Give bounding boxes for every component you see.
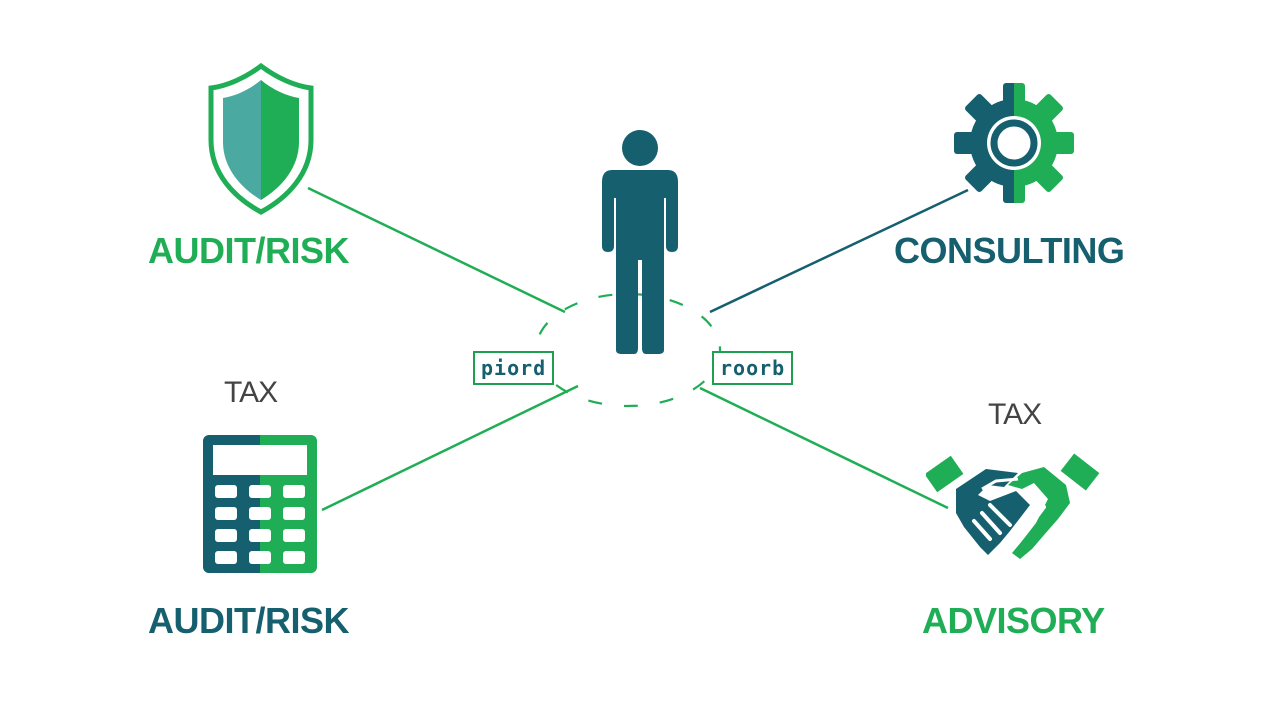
line-bottom-right [699, 386, 949, 510]
tax-left-label: TAX [224, 376, 278, 409]
gear-icon [954, 83, 1074, 203]
right-badge: roorb [712, 351, 794, 385]
shield-icon [208, 62, 314, 215]
line-top-right [709, 188, 969, 314]
person-icon [602, 130, 678, 354]
advisory-label: ADVISORY [922, 600, 1105, 641]
audit-risk-bottom-label: AUDIT/RISK [148, 600, 350, 641]
line-top-left [307, 186, 566, 314]
calculator-icon [203, 435, 317, 573]
audit-risk-top-label: AUDIT/RISK [148, 230, 350, 271]
handshake-icon [926, 453, 1100, 559]
left-badge: piord [473, 351, 555, 385]
line-bottom-left [321, 384, 579, 512]
center-ring [534, 292, 722, 408]
consulting-label: CONSULTING [894, 230, 1125, 271]
tax-right-label: TAX [988, 398, 1042, 431]
